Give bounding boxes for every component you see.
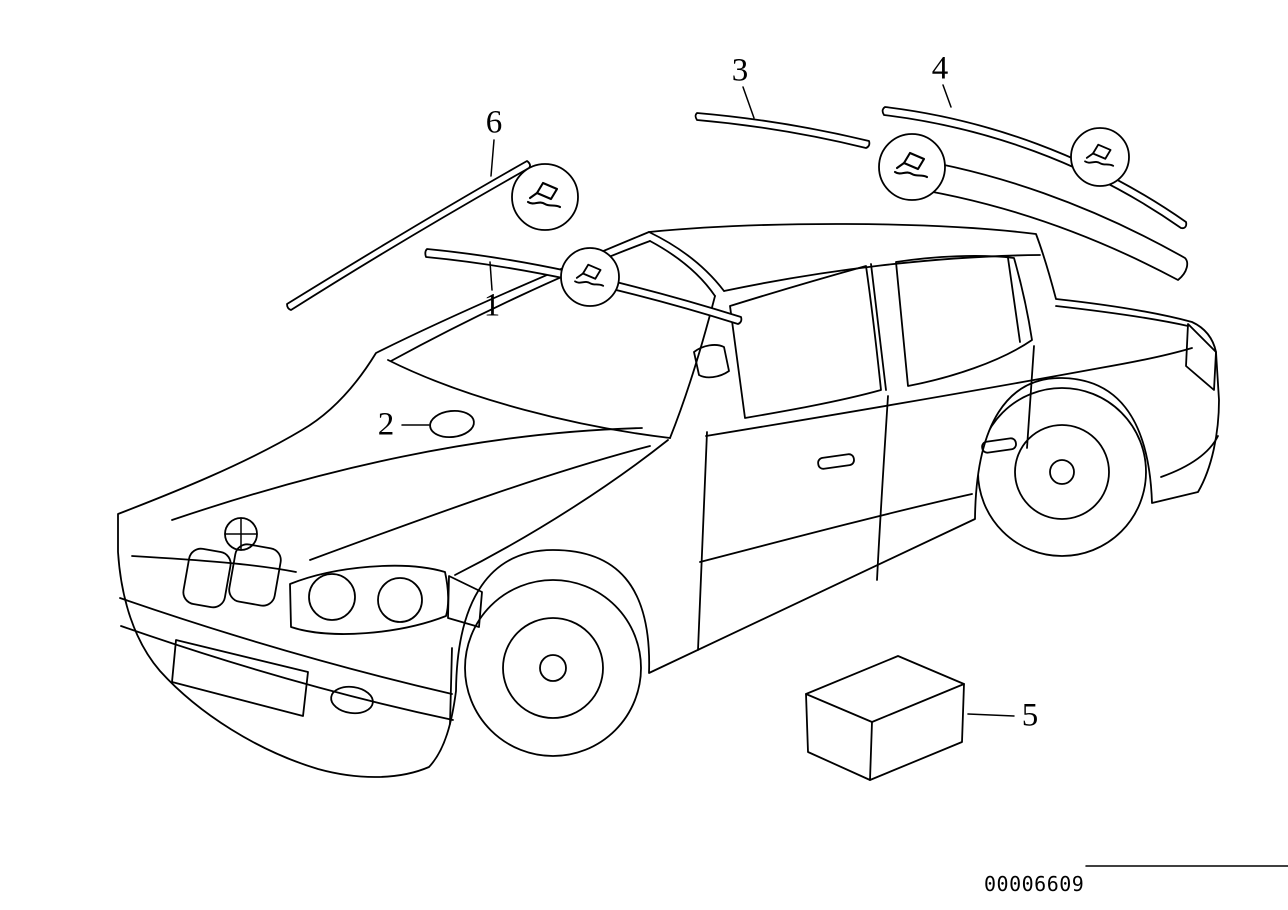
fog-light — [330, 685, 374, 715]
beltline-crease — [705, 347, 1193, 437]
front-door-window — [729, 265, 882, 419]
moulding-strip-3 — [694, 112, 871, 149]
leader-line-1 — [489, 261, 493, 291]
leader-lines — [401, 84, 1015, 717]
bumper-corner-seam — [449, 647, 453, 725]
leader-line-6 — [490, 139, 495, 177]
front-door-handle — [817, 453, 855, 470]
callout-6[interactable]: 6 — [485, 104, 503, 141]
callout-3[interactable]: 3 — [731, 52, 749, 89]
turn-signal — [447, 575, 483, 628]
rear-window-moulding-set — [694, 106, 1189, 281]
quarter-window-divider — [1007, 257, 1021, 343]
hood-grommet — [429, 409, 475, 439]
adhesive-symbols — [511, 127, 1130, 307]
headlight-outer — [377, 577, 423, 623]
bumper-top-line — [119, 597, 453, 695]
callout-5[interactable]: 5 — [1021, 697, 1039, 734]
headlight-inner — [308, 573, 356, 621]
fender-crease — [454, 439, 669, 576]
rear-tire — [977, 387, 1147, 557]
doc-number: 00006609 — [984, 872, 1085, 896]
hood-line-left — [171, 427, 643, 521]
windshield-top-edge — [649, 240, 716, 297]
moulding-strip-4 — [881, 106, 1188, 230]
rear-quarter-seam — [1026, 345, 1035, 449]
windshield-bottom-edge — [387, 359, 671, 439]
callout-1[interactable]: 1 — [483, 287, 501, 324]
trunk-shut-line — [1055, 305, 1189, 327]
rear-door-window — [895, 255, 1033, 387]
rear-hub — [1049, 459, 1075, 485]
front-tire — [464, 579, 642, 757]
side-mirror — [693, 344, 730, 379]
rear-door-seam — [876, 395, 889, 581]
front-rim — [502, 617, 604, 719]
adhesive-kit-box — [805, 655, 965, 781]
roof-front-corner — [648, 231, 725, 292]
car-body-outline — [117, 223, 1220, 778]
front-door-seam — [697, 431, 708, 651]
kidney-grille-left — [182, 547, 232, 609]
rear-rim — [1014, 424, 1110, 520]
callout-2[interactable]: 2 — [377, 406, 395, 443]
a-pillar-inner-line — [390, 240, 651, 362]
box-right-face — [869, 683, 965, 781]
bumper-rub-strip — [120, 625, 454, 721]
front-air-intake — [171, 639, 309, 717]
leader-line-4 — [942, 84, 952, 108]
box-left-face — [805, 693, 873, 781]
hood-line-right — [309, 445, 651, 561]
callout-4[interactable]: 4 — [931, 50, 949, 87]
leader-line-3 — [742, 86, 755, 119]
leader-line-5 — [967, 713, 1015, 717]
side-rub-strip — [699, 493, 973, 563]
hood-front-seam — [131, 555, 297, 573]
kidney-grille-right — [228, 543, 282, 607]
rear-bumper-line — [1160, 435, 1219, 478]
b-pillar-line — [870, 263, 887, 391]
box-top-face — [805, 655, 965, 723]
roundel-cross — [224, 517, 258, 551]
taillight — [1185, 323, 1217, 391]
car-body-details — [119, 231, 1219, 725]
front-hub — [539, 654, 567, 682]
rear-door-handle — [981, 437, 1017, 454]
